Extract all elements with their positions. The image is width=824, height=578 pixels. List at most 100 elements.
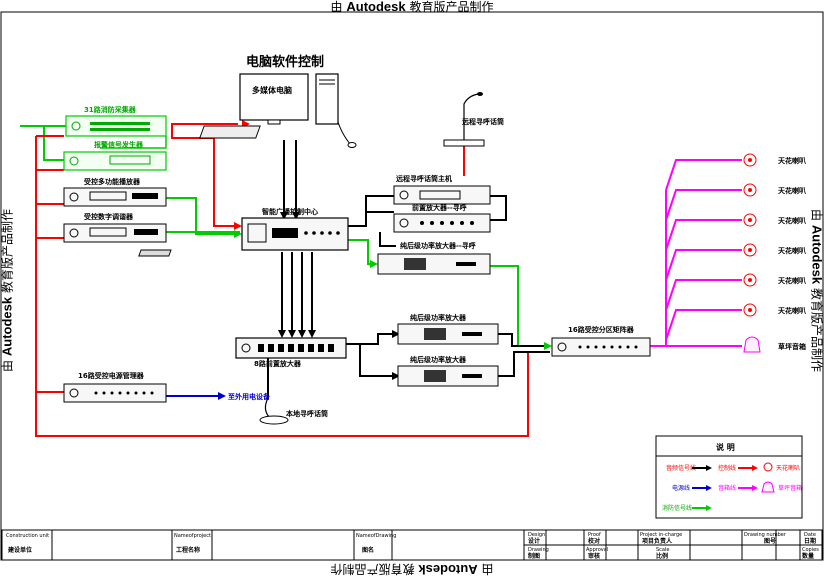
device-alarm: 报警信号发生器 <box>64 140 166 170</box>
tb-drawno-cn: 图号 <box>764 537 776 545</box>
legend-label-control: 控制线 <box>718 464 736 472</box>
speaker-branch-1 <box>666 160 742 190</box>
tb-project-en: Nameofproject <box>174 533 211 539</box>
arrow-fire-matrix <box>544 342 552 350</box>
device-pure-amp-1: 纯后级功率放大器 <box>398 313 498 344</box>
speaker-label-7: 草坪音箱 <box>778 342 806 351</box>
label-player: 受控多功能播放器 <box>84 177 141 186</box>
monitor-stand <box>268 120 280 124</box>
device-tuner: 受控数字调谐器 <box>64 212 166 242</box>
label-zone31: 31路消防采集器 <box>84 105 137 114</box>
speaker-branch-3 <box>666 220 742 250</box>
monitor <box>240 74 308 120</box>
device-amp8: 8路前置放大器 <box>236 338 346 368</box>
speaker-1: 天花喇叭 <box>744 154 806 166</box>
label-alarm: 报警信号发生器 <box>94 140 144 149</box>
arrow-power-out <box>218 392 226 400</box>
speaker-branch-6 <box>666 310 742 340</box>
legend: 说 明 音频信号线 控制线 天花喇叭 电源线 音箱线 草坪音箱 消防信号线 <box>656 436 802 518</box>
speaker-branch-4 <box>666 250 742 280</box>
speaker-label-3: 天花喇叭 <box>778 216 806 225</box>
audio-line-amp8-pure1 <box>346 334 398 344</box>
tb-approval-cn: 审核 <box>588 552 600 560</box>
audio-line-preamp-paging <box>380 232 396 246</box>
tb-drawing-en: NameofDrawing <box>356 533 396 539</box>
speaker-5: 天花喇叭 <box>744 274 806 286</box>
speaker-3: 天花喇叭 <box>744 214 806 226</box>
tb-scale-cn: 比例 <box>656 552 668 560</box>
tb-proof-cn: 校对 <box>588 537 600 545</box>
computer: 多媒体电脑 <box>200 74 356 148</box>
title-block <box>2 530 822 560</box>
arrow-amp8-4 <box>308 330 316 338</box>
control-line-pc-to-center <box>172 124 240 226</box>
label-pure-amp-2: 纯后级功率放大器 <box>410 355 467 364</box>
audio-line-pure1-matrix <box>498 334 550 346</box>
device-remote-paging-host: 远程寻呼话筒主机 <box>394 174 490 204</box>
legend-label-ceiling: 天花喇叭 <box>776 464 800 472</box>
mouse-cable <box>338 122 350 144</box>
mouse <box>348 143 356 148</box>
legend-label-speaker: 音箱线 <box>718 484 736 492</box>
speaker-label-1: 天花喇叭 <box>778 156 806 165</box>
legend-label-power: 电源线 <box>672 484 690 492</box>
label-tuner: 受控数字调谐器 <box>84 212 134 221</box>
label-preamp: 前置放大器--寻呼 <box>412 203 467 212</box>
center-keyboard <box>139 250 171 256</box>
device-pure-amp-2: 纯后级功率放大器 <box>398 355 498 386</box>
label-control-center: 智能广播控制中心 <box>262 207 318 216</box>
device-zone31: 31路消防采集器 <box>66 105 166 136</box>
legend-label-lawn: 草坪音箱 <box>778 484 802 492</box>
pc-tower <box>316 74 338 124</box>
device-matrix16: 16路受控分区矩阵器 <box>552 325 650 356</box>
keyboard <box>200 126 260 138</box>
label-amp8: 8路前置放大器 <box>254 359 302 368</box>
legend-title: 说 明 <box>716 442 735 452</box>
audio-line-pure2-matrix <box>498 352 550 376</box>
arrow-amp8-1 <box>278 330 286 338</box>
speaker-6: 天花喇叭 <box>744 304 806 316</box>
speakers: 天花喇叭 天花喇叭 天花喇叭 天花喇叭 天花喇叭 天花喇叭 草坪音箱 <box>744 154 806 352</box>
speaker-label-6: 天花喇叭 <box>778 306 806 315</box>
tb-drawing-cn: 图名 <box>362 546 374 554</box>
tb-drawing2-cn: 制图 <box>528 552 540 560</box>
tb-construction-cn: 建设单位 <box>8 546 32 554</box>
label-remote-mic: 远程寻呼话筒 <box>462 117 504 126</box>
audio-line-remote-preamp <box>490 196 506 220</box>
legend-label-audio: 音频信号线 <box>666 464 696 472</box>
fire-line-alarm <box>44 126 64 160</box>
label-local-mic: 本地寻呼话筒 <box>285 409 328 418</box>
label-remote-paging-host: 远程寻呼话筒主机 <box>396 174 452 183</box>
lawn-speaker: 草坪音箱 <box>744 337 806 352</box>
arrow-amp8-2 <box>288 330 296 338</box>
label-pure-amp-1: 纯后级功率放大器 <box>410 313 467 322</box>
speaker-2: 天花喇叭 <box>744 184 806 196</box>
audio-line-amp8-pure2 <box>360 344 398 376</box>
legend-label-fire: 消防信号线 <box>662 504 692 512</box>
tb-design-cn: 设计 <box>528 537 540 545</box>
speaker-label-2: 天花喇叭 <box>778 186 806 195</box>
arrow-fire-paging <box>370 260 378 268</box>
local-mic: 本地寻呼话筒 <box>260 398 328 424</box>
label-matrix16: 16路受控分区矩阵器 <box>568 325 635 334</box>
speaker-branch-5 <box>666 280 742 310</box>
remote-mic: 远程寻呼话筒 <box>444 92 504 146</box>
device-power-manager: 16路受控电源管理器 至外用电设备 <box>64 371 271 402</box>
speaker-label-4: 天花喇叭 <box>778 246 806 255</box>
tb-project-cn: 工程名称 <box>176 546 200 554</box>
device-player: 受控多功能播放器 <box>64 177 166 206</box>
tb-incharge-cn: 项目负责人 <box>642 537 673 545</box>
fire-line-player <box>166 198 240 234</box>
speaker-4: 天花喇叭 <box>744 244 806 256</box>
label-pure-amp-paging: 纯后级功率放大器--寻呼 <box>400 241 476 250</box>
diagram-title: 电脑软件控制 <box>246 54 324 70</box>
tb-date-cn: 日期 <box>804 537 816 545</box>
arrow-amp8-3 <box>298 330 306 338</box>
title-block-text: Construction unit 建设单位 Nameofproject 工程名… <box>6 532 819 560</box>
label-power-out: 至外用电设备 <box>228 392 271 401</box>
speaker-branch-2 <box>666 190 742 220</box>
label-power-manager: 16路受控电源管理器 <box>78 371 145 380</box>
arrow-control-center <box>234 222 242 230</box>
speaker-label-5: 天花喇叭 <box>778 276 806 285</box>
